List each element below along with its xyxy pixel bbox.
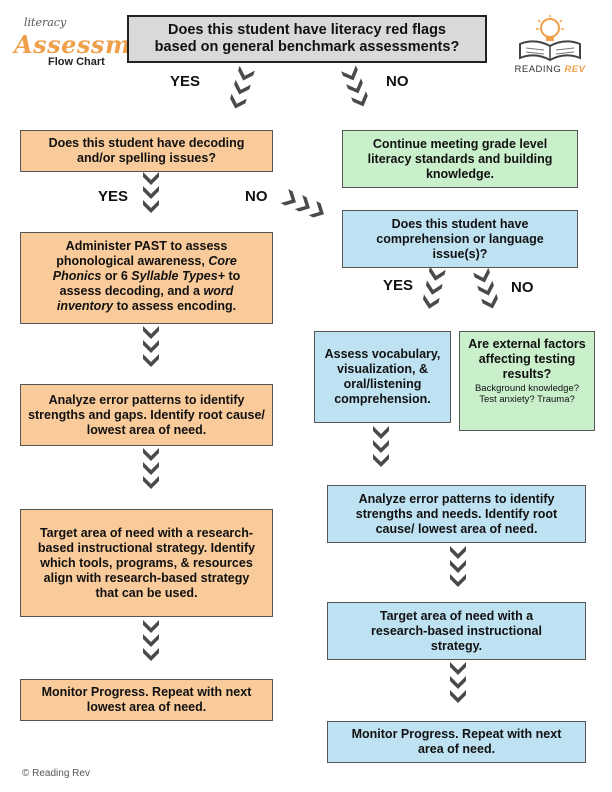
- decoding-question-line1: Does this student have decoding: [48, 136, 245, 150]
- right-analyze-text: Analyze error patterns to identify stren…: [355, 491, 558, 536]
- arrow-left-step1-2: [143, 340, 159, 353]
- arrow-right-yes-2: [425, 280, 443, 295]
- step1-text-b: phonological awareness,: [56, 254, 205, 268]
- arrow-left-step2-3: [143, 476, 159, 489]
- external-factors-box: Are external factors affecting testing r…: [459, 331, 595, 431]
- arrow-right-step3-2: [450, 676, 466, 689]
- right-analyze-box: Analyze error patterns to identify stren…: [327, 485, 586, 543]
- left-target-text: Target area of need with a research-base…: [37, 525, 256, 600]
- arrow-top-no-3: [351, 91, 368, 107]
- step1-text-a: Administer PAST to assess: [65, 239, 228, 253]
- arrow-top-no-2: [346, 78, 363, 94]
- left-no-label: NO: [245, 188, 268, 205]
- main-question-box: Does this student have literacy red flag…: [127, 15, 487, 63]
- arrow-top-yes-3: [230, 93, 247, 109]
- arrow-left-yes-1: [143, 172, 159, 185]
- arrow-right-no-1: [473, 267, 490, 283]
- step1-core-phonics-a: Core: [208, 254, 237, 268]
- arrow-top-yes-2: [234, 79, 251, 95]
- main-question-line2: based on general benchmark assessments?: [154, 39, 460, 55]
- arrow-left-step3-1: [143, 620, 159, 633]
- step1-word-inventory-a: word: [203, 284, 234, 298]
- top-yes-label: YES: [170, 73, 201, 90]
- continue-standards-text: Continue meeting grade level literacy st…: [367, 136, 553, 181]
- book-lightbulb-icon: [519, 15, 581, 62]
- arrow-right-step3-3: [450, 690, 466, 703]
- arrow-right-yes-3: [422, 294, 440, 309]
- arrow-right-step2-2: [450, 560, 466, 573]
- step1-text-to: to: [228, 269, 241, 283]
- reading-rev-logo: READING REV: [510, 14, 590, 82]
- external-factors-text: Are external factors affecting testing r…: [468, 337, 586, 381]
- left-analyze-text: Analyze error patterns to identify stren…: [28, 392, 265, 437]
- decoding-question-box: Does this student have decoding and/or s…: [20, 130, 273, 172]
- arrow-right-no-3: [481, 293, 498, 309]
- arrow-left-step2-1: [143, 448, 159, 461]
- administer-assessments-box: Administer PAST to assess phonological a…: [20, 232, 273, 324]
- step1-text-encoding: to assess encoding.: [116, 299, 237, 313]
- left-yes-label: YES: [98, 188, 129, 205]
- left-monitor-text: Monitor Progress. Repeat with next lowes…: [41, 685, 252, 714]
- step1-text-decoding: assess decoding, and a: [59, 284, 200, 298]
- logo-subtitle: Flow Chart: [48, 56, 105, 68]
- assess-vocabulary-box: Assess vocabulary, visualization, & oral…: [314, 331, 451, 423]
- logo-top-text: literacy: [24, 16, 67, 29]
- step1-word-inventory-b: inventory: [56, 299, 114, 313]
- arrow-right-assess-3: [373, 454, 389, 467]
- comprehension-question-box: Does this student have comprehension or …: [342, 210, 578, 268]
- left-analyze-box: Analyze error patterns to identify stren…: [20, 384, 273, 446]
- step1-text-or: or 6: [104, 269, 128, 283]
- comprehension-question-text: Does this student have comprehension or …: [376, 216, 544, 261]
- external-factors-anxiety: Test anxiety? Trauma?: [479, 394, 575, 405]
- copyright-text: © Reading Rev: [22, 768, 90, 779]
- assess-vocabulary-text: Assess vocabulary, visualization, & oral…: [324, 347, 441, 406]
- main-question-line1: Does this student have literacy red flag…: [167, 22, 446, 38]
- continue-standards-box: Continue meeting grade level literacy st…: [342, 130, 578, 188]
- arrow-right-step2-3: [450, 574, 466, 587]
- arrow-left-no-3: [308, 201, 324, 218]
- reading-rev-wordmark: READING REV: [510, 64, 590, 75]
- arrow-left-no-1: [280, 189, 296, 206]
- arrow-top-no-1: [341, 65, 358, 81]
- right-target-text: Target area of need with a research-base…: [371, 608, 542, 653]
- arrow-right-no-2: [477, 280, 494, 296]
- arrow-left-yes-2: [143, 186, 159, 199]
- arrow-left-yes-3: [143, 200, 159, 213]
- external-factors-background: Background knowledge?: [474, 383, 580, 394]
- left-target-box: Target area of need with a research-base…: [20, 509, 273, 617]
- arrow-right-assess-2: [373, 440, 389, 453]
- right-no-label: NO: [511, 279, 534, 296]
- arrow-left-step2-2: [143, 462, 159, 475]
- right-monitor-text: Monitor Progress. Repeat with next area …: [351, 727, 562, 756]
- arrow-left-step1-3: [143, 354, 159, 367]
- arrow-right-step3-1: [450, 662, 466, 675]
- step1-syllable-types: Syllable Types+: [131, 269, 225, 283]
- right-monitor-box: Monitor Progress. Repeat with next area …: [327, 721, 586, 763]
- left-monitor-box: Monitor Progress. Repeat with next lowes…: [20, 679, 273, 721]
- brand-main: READING: [514, 64, 562, 75]
- top-no-label: NO: [386, 73, 409, 90]
- arrow-left-step1-1: [143, 326, 159, 339]
- assessment-flow-chart-logo: literacy Assessment Flow Chart: [8, 16, 176, 68]
- arrow-left-step3-3: [143, 648, 159, 661]
- right-target-box: Target area of need with a research-base…: [327, 602, 586, 660]
- right-yes-label: YES: [383, 277, 414, 294]
- arrow-left-no-2: [294, 195, 310, 212]
- arrow-left-step3-2: [143, 634, 159, 647]
- arrow-right-step2-1: [450, 546, 466, 559]
- brand-accent: REV: [564, 64, 586, 75]
- arrow-right-assess-1: [373, 426, 389, 439]
- arrow-right-yes-1: [428, 266, 446, 281]
- arrow-top-yes-1: [238, 65, 255, 81]
- decoding-question-line2: and/or spelling issues?: [77, 151, 216, 165]
- step1-core-phonics-b: Phonics: [52, 269, 102, 283]
